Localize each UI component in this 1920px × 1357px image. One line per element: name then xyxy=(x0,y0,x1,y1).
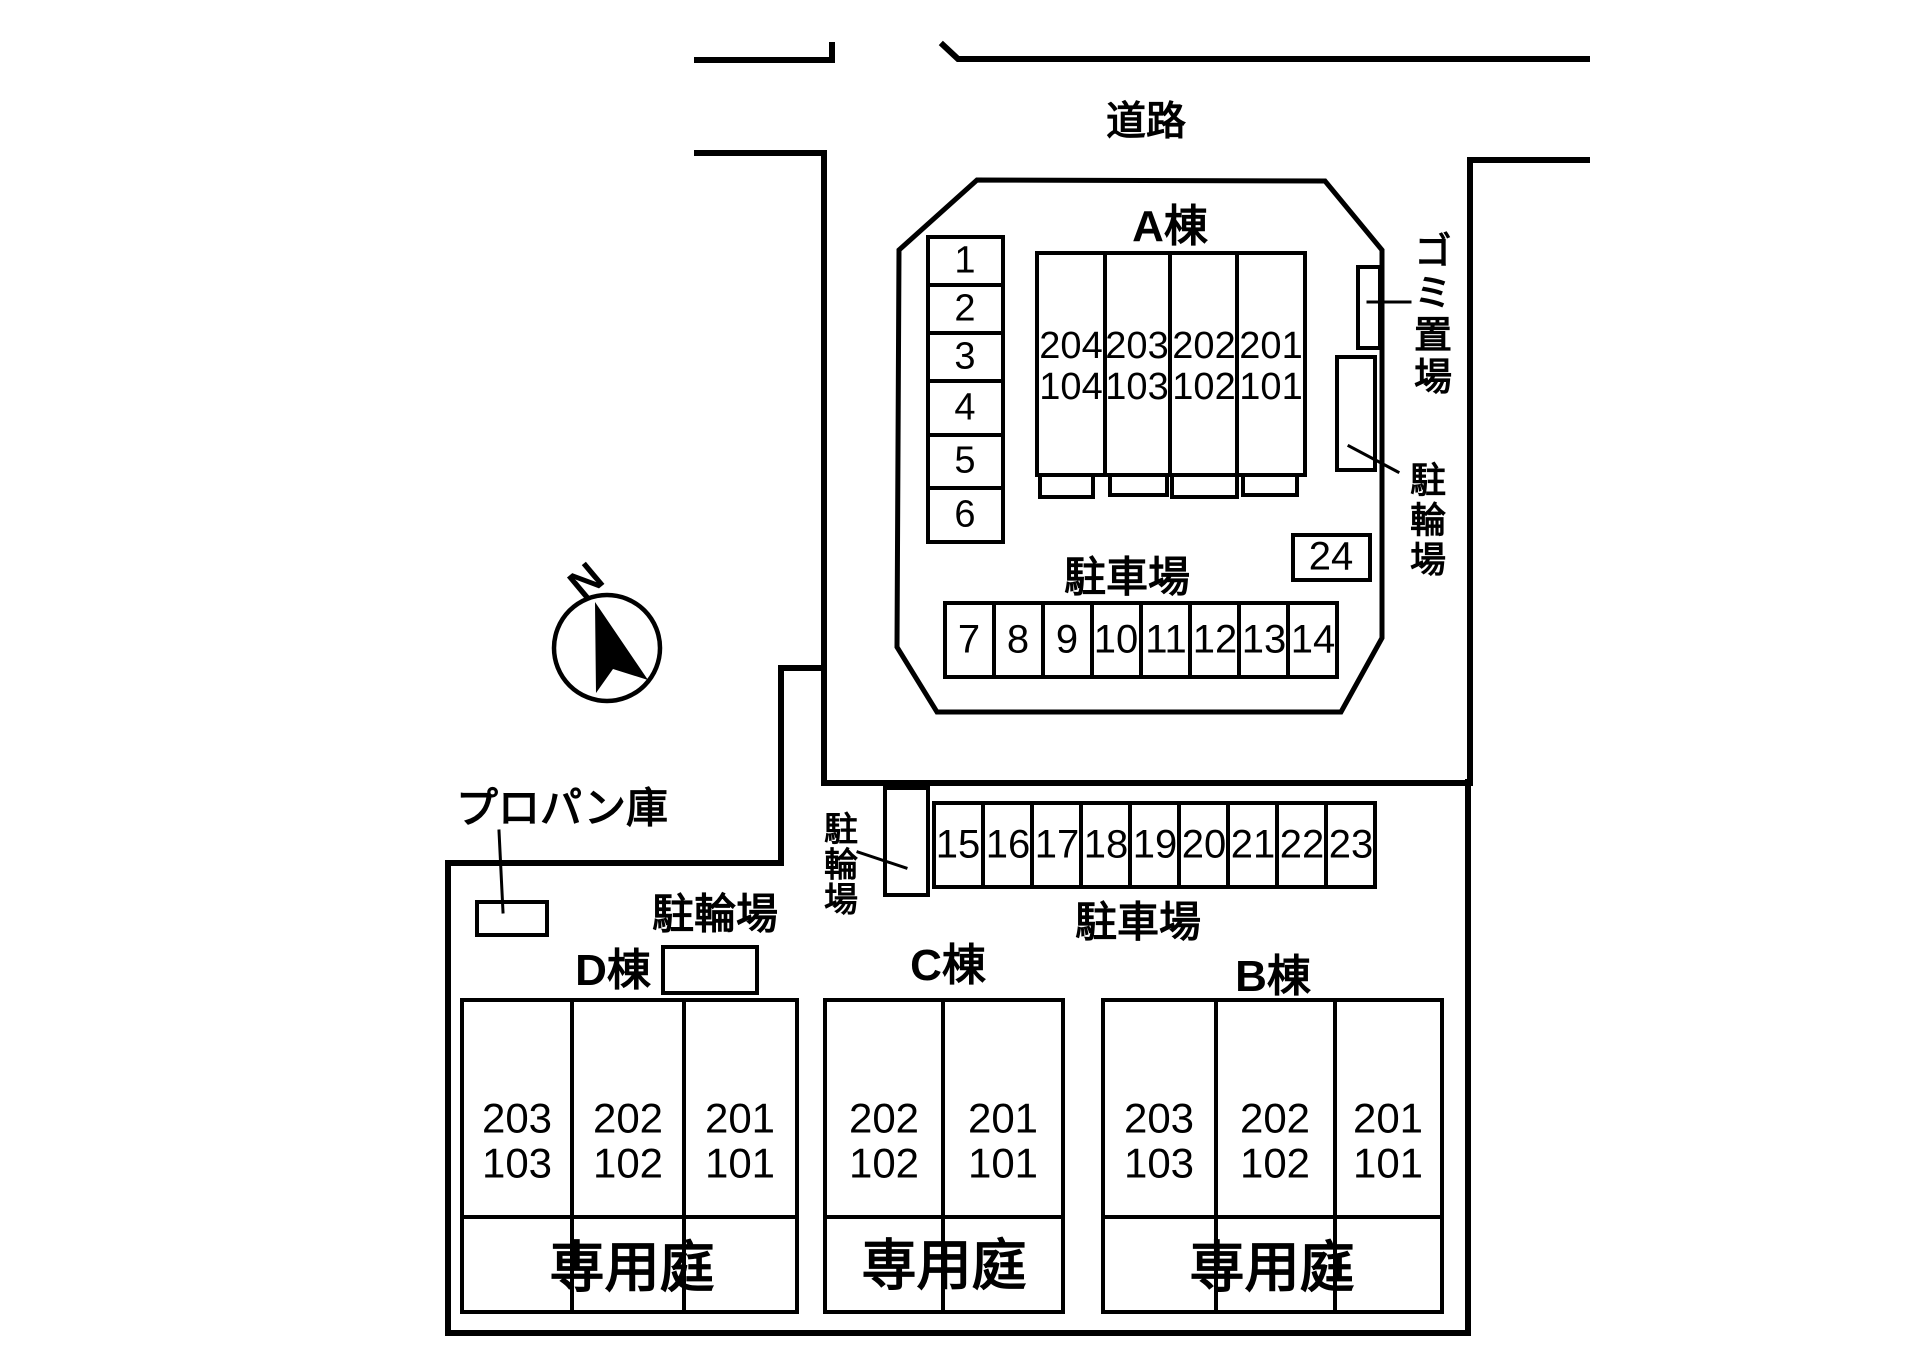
north-arrow-icon xyxy=(595,602,648,693)
building-a-porch xyxy=(1170,473,1239,499)
stall-number-6: 6 xyxy=(954,493,976,536)
bicycle-parking-d-box xyxy=(661,945,759,995)
stall-number-7: 7 xyxy=(957,617,981,662)
stall-number-4: 4 xyxy=(954,386,976,429)
stall-number-15: 15 xyxy=(935,822,981,867)
unit-label-a1: 204 104 xyxy=(1039,324,1103,408)
stall-number-21: 21 xyxy=(1230,822,1276,867)
stall-number-16: 16 xyxy=(985,822,1031,867)
garden-b-label: 専用庭 xyxy=(1189,1236,1355,1299)
garbage-area-box xyxy=(1356,265,1412,350)
building-c-name: C棟 xyxy=(910,941,986,991)
unit-label-a4: 201 101 xyxy=(1239,324,1303,408)
stall-number-22: 22 xyxy=(1279,822,1325,867)
unit-label-d1: 203 103 xyxy=(481,1094,553,1187)
garden-c-label: 専用庭 xyxy=(861,1234,1027,1297)
building-a-name: A棟 xyxy=(1132,202,1208,252)
unit-label-d3: 201 101 xyxy=(704,1094,776,1187)
stall-number-18: 18 xyxy=(1083,822,1129,867)
stall-number-19: 19 xyxy=(1132,822,1178,867)
stall-number-14: 14 xyxy=(1290,617,1336,662)
bicycle-a-leader-line xyxy=(1346,443,1401,475)
stall-number-2: 2 xyxy=(954,287,976,330)
building-a-outline xyxy=(1035,251,1307,499)
stall-number-12: 12 xyxy=(1192,617,1238,662)
building-d-name: D棟 xyxy=(575,946,651,996)
parking-lot-lower-label: 駐車場 xyxy=(1074,898,1202,946)
propane-storage-label: プロパン庫 xyxy=(455,784,669,832)
building-a-porch xyxy=(1108,473,1169,497)
parcel-a-outline xyxy=(894,177,1385,715)
compass-circle xyxy=(551,592,663,704)
stall-number-11: 11 xyxy=(1145,617,1187,662)
stall-number-17: 17 xyxy=(1034,822,1080,867)
stall-number-5: 5 xyxy=(954,439,976,482)
north-compass xyxy=(551,592,663,704)
road-label: 道路 xyxy=(1106,99,1186,144)
unit-label-c2: 201 101 xyxy=(967,1094,1039,1187)
stall-number-9: 9 xyxy=(1055,617,1079,662)
stall-number-24: 24 xyxy=(1308,534,1354,579)
unit-label-c1: 202 102 xyxy=(848,1094,920,1187)
stall-number-8: 8 xyxy=(1006,617,1030,662)
parking-stalls-1-6 xyxy=(926,235,1005,544)
unit-label-b2: 202 102 xyxy=(1239,1094,1311,1187)
building-d-outline xyxy=(460,998,799,1314)
unit-label-b1: 203 103 xyxy=(1123,1094,1195,1187)
stall-number-13: 13 xyxy=(1241,617,1287,662)
garden-d-label: 専用庭 xyxy=(549,1236,715,1299)
site-boundary xyxy=(445,150,1473,1336)
unit-label-b3: 201 101 xyxy=(1352,1094,1424,1187)
building-b-name: B棟 xyxy=(1235,952,1311,1002)
bicycle-parking-a-box xyxy=(1335,355,1401,475)
unit-label-a2: 203 103 xyxy=(1105,324,1169,408)
stall-number-1: 1 xyxy=(954,239,976,282)
propane-storage-box xyxy=(475,829,549,937)
bicycle-parking-a-label: 駐輪場 xyxy=(1405,461,1446,580)
parking-stalls-7-14 xyxy=(943,601,1339,679)
stall-number-10: 10 xyxy=(1093,617,1139,662)
stall-number-23: 23 xyxy=(1328,822,1374,867)
building-a-porch xyxy=(1038,473,1095,499)
bicycle-parking-mid-label: 駐輪場 xyxy=(818,811,857,918)
building-b-outline xyxy=(1101,998,1444,1314)
parking-stalls-15-23 xyxy=(932,801,1377,889)
parking-stall-24-box xyxy=(1291,533,1372,582)
bicycle-parking-mid-box xyxy=(856,786,930,897)
garbage-area-label: ゴミ置場 xyxy=(1407,231,1450,399)
bicycle-parking-d-label: 駐輪場 xyxy=(651,890,779,938)
bicycle-mid-leader-line xyxy=(856,850,908,870)
stall-number-20: 20 xyxy=(1181,822,1227,867)
unit-label-d2: 202 102 xyxy=(592,1094,664,1187)
building-c-outline xyxy=(823,998,1065,1314)
parking-lot-upper-label: 駐車場 xyxy=(1063,553,1191,601)
building-a-porch xyxy=(1241,473,1299,497)
stall-number-3: 3 xyxy=(954,335,976,378)
propane-leader-line xyxy=(497,829,505,914)
road-lines xyxy=(694,40,1590,785)
unit-label-a3: 202 102 xyxy=(1172,324,1236,408)
